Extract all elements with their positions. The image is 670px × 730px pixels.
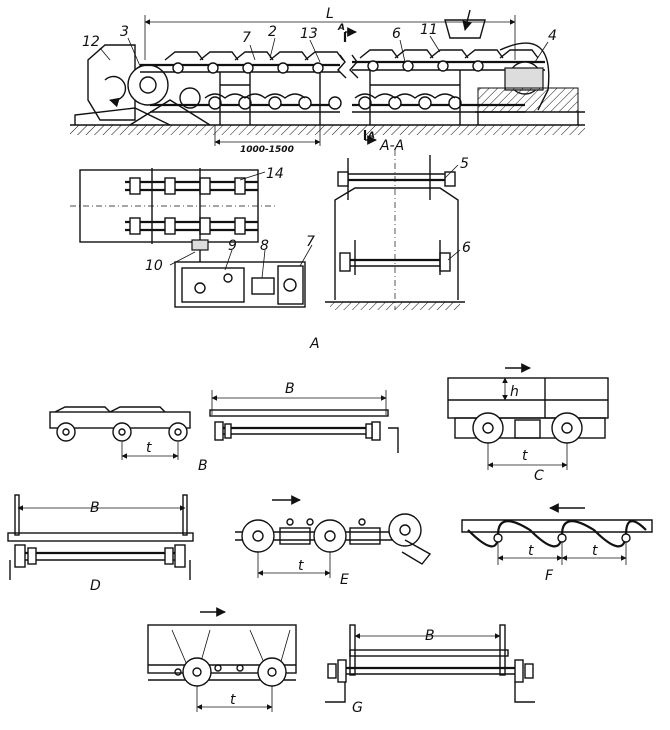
label-A-mark2: A (367, 131, 375, 141)
label-9: 9 (228, 238, 237, 254)
label-t-f1: t (528, 543, 534, 559)
upper-pans (164, 49, 539, 61)
detail-E: t E (235, 495, 432, 588)
label-13: 13 (300, 26, 318, 42)
caption-G: G (352, 700, 363, 716)
label-h-c: h (510, 384, 519, 400)
detail-G-section: B G (325, 624, 535, 716)
tail-sprocket-unit (475, 42, 585, 125)
label-12: 12 (82, 34, 100, 50)
label-14: 14 (266, 166, 284, 182)
loading-chute (444, 19, 486, 39)
detail-F: t t F (461, 503, 653, 584)
lower-rollers (204, 93, 462, 110)
label-6b: 6 (462, 240, 471, 256)
plan-view-drive: 14 10 9 8 7 (70, 166, 315, 308)
label-B2: B (90, 500, 100, 516)
label-t-f2: t (592, 543, 598, 559)
label-8: 8 (260, 238, 269, 254)
section-A-A: 5 6 (325, 150, 471, 310)
label-A-A: A-A (379, 138, 404, 154)
label-A-mark: A (337, 23, 345, 33)
ground-hatch (70, 125, 585, 135)
head-sprocket (127, 64, 169, 106)
detail-B: t B B (49, 381, 399, 474)
label-11: 11 (420, 22, 438, 38)
detail-C: h t C (447, 363, 609, 484)
label-7b: 7 (306, 234, 315, 250)
detail-D: B D (7, 494, 194, 594)
label-4: 4 (548, 28, 557, 44)
upper-rollers (172, 60, 484, 74)
label-10: 10 (145, 258, 163, 274)
caption-C: C (534, 468, 544, 484)
label-B3: B (425, 628, 435, 644)
label-L: L (326, 6, 334, 22)
label-5: 5 (460, 156, 469, 172)
label-1000-1500: 1000-1500 (240, 145, 294, 155)
label-t-b: t (146, 440, 152, 456)
main-conveyor-side-view: L 12 3 7 2 13 A 6 11 4 1000-1500 A-A A (70, 6, 585, 155)
plan-rollers (129, 177, 246, 235)
label-3: 3 (120, 24, 129, 40)
caption-D: D (90, 578, 101, 594)
label-t-c: t (522, 448, 528, 464)
label-6a: 6 (392, 26, 401, 42)
detail-G-side: t (147, 607, 297, 712)
caption-A: A (309, 336, 320, 352)
label-7a: 7 (242, 30, 251, 46)
caption-E: E (340, 572, 349, 588)
label-2: 2 (268, 24, 277, 40)
label-t-e: t (298, 558, 304, 574)
support-frames (74, 70, 461, 126)
caption-F: F (545, 568, 554, 584)
label-B1: B (285, 381, 295, 397)
gearbox (174, 261, 306, 308)
caption-B: B (198, 458, 208, 474)
label-t-g: t (230, 692, 236, 708)
